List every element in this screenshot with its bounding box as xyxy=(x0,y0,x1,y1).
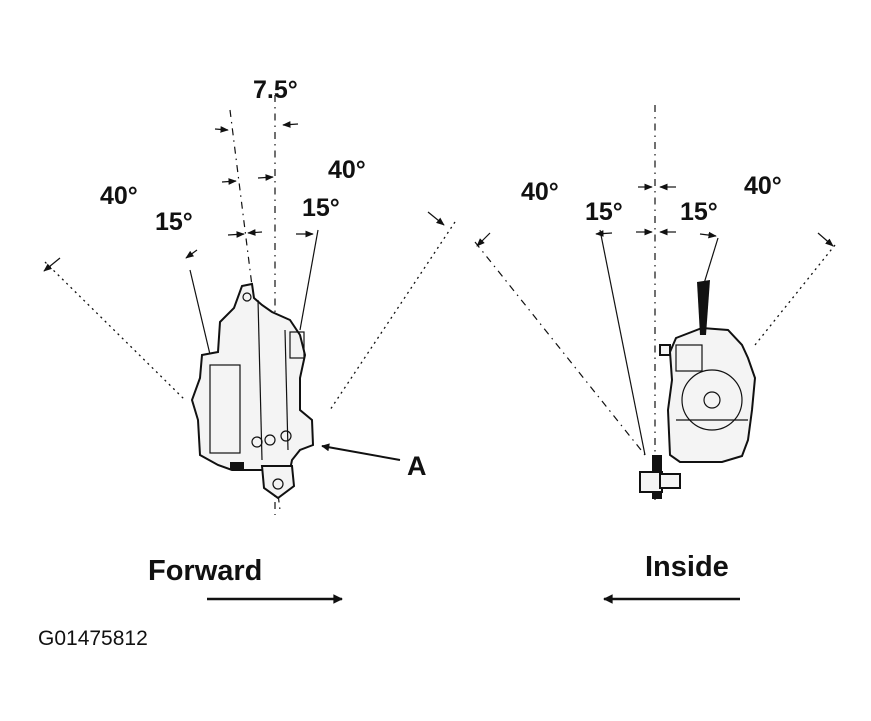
right-angle-40-right-label: 40° xyxy=(744,172,782,200)
right-40-line-left xyxy=(474,241,646,456)
left-40-arrow-right xyxy=(427,211,445,226)
callout-a-label: A xyxy=(407,451,427,481)
right-view xyxy=(474,105,836,500)
callout-a-leader xyxy=(321,443,401,461)
left-40-arrow-left xyxy=(43,257,61,272)
left-angle-15-right-label: 15° xyxy=(302,194,340,222)
left-angle-40-left-label: 40° xyxy=(100,182,138,210)
left-15-line-right xyxy=(299,229,319,331)
right-40-arrow-right xyxy=(817,232,834,247)
left-7-5-arrow-b2 xyxy=(257,174,274,181)
forward-label: Forward xyxy=(148,555,262,587)
right-actuator xyxy=(639,280,757,499)
figure-code: G01475812 xyxy=(38,627,148,650)
left-15-arrow-d xyxy=(185,249,198,259)
left-40-line-right xyxy=(329,221,456,411)
right-15-arrow-d xyxy=(699,231,717,239)
left-7-5-arrow-left xyxy=(214,126,229,133)
left-angle-7-5-label: 7.5° xyxy=(253,76,298,104)
left-7-5-arrow-b1 xyxy=(221,178,237,185)
left-angle-15-left-label: 15° xyxy=(155,208,193,236)
right-40-arrow-left xyxy=(476,232,491,247)
left-15-arrow-b xyxy=(247,229,263,236)
right-15-arrow-a xyxy=(595,230,613,237)
left-actuator xyxy=(190,282,315,500)
right-15-line-left xyxy=(599,229,646,456)
left-15-arrow-a xyxy=(227,231,245,238)
left-7-5-arrow-right xyxy=(282,121,299,128)
right-40-line-right xyxy=(754,244,836,346)
left-angle-40-right-label: 40° xyxy=(328,156,366,184)
right-angle-15-right-label: 15° xyxy=(680,198,718,226)
right-angle-40-left-label: 40° xyxy=(521,178,559,206)
left-view xyxy=(43,95,456,515)
inside-label: Inside xyxy=(645,551,729,583)
left-40-line-left xyxy=(44,261,186,401)
right-angle-15-left-label: 15° xyxy=(585,198,623,226)
